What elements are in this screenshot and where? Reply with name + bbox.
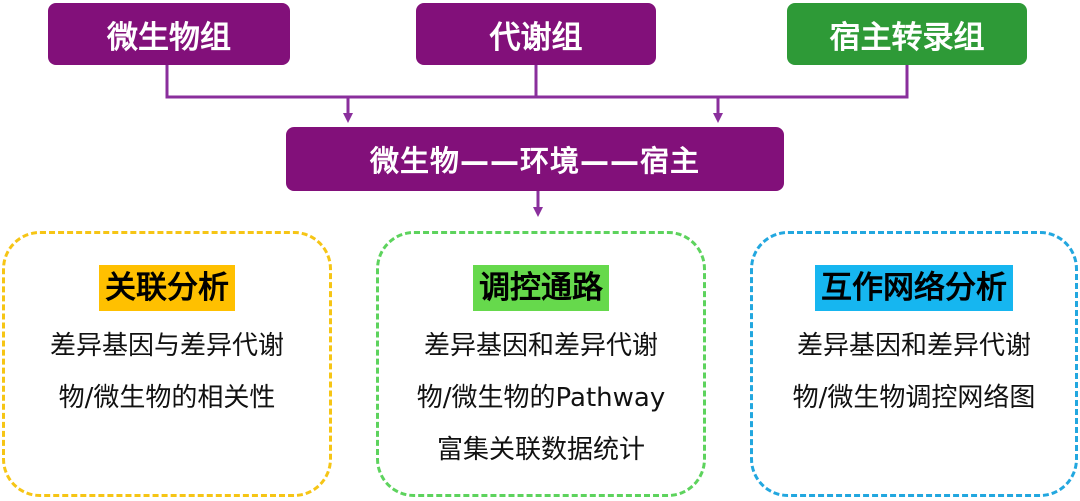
- correlation-analysis-card: 关联分析 差异基因与差异代谢 物/微生物的相关性: [2, 231, 332, 497]
- card-title: 关联分析: [99, 265, 235, 311]
- card-title: 调控通路: [473, 265, 609, 311]
- regulatory-pathway-card: 调控通路 差异基因和差异代谢 物/微生物的Pathway 富集关联数据统计: [376, 231, 706, 497]
- host-transcriptome-box: 宿主转录组: [787, 3, 1027, 65]
- metabolome-box: 代谢组: [416, 3, 656, 65]
- microbe-environment-host-box: 微生物——环境——宿主: [286, 127, 784, 191]
- card-text-line: 差异基因与差异代谢: [49, 331, 284, 361]
- interaction-network-card: 互作网络分析 差异基因和差异代谢 物/微生物调控网络图: [750, 231, 1078, 497]
- card-text-line: 差异基因和差异代谢: [423, 331, 658, 361]
- card-text-line: 物/微生物调控网络图: [792, 383, 1036, 413]
- card-text-line: 富集关联数据统计: [436, 435, 645, 465]
- card-text-line: 物/微生物的相关性: [58, 383, 276, 413]
- card-text-line: 差异基因和差异代谢: [796, 331, 1031, 361]
- microbiome-box: 微生物组: [48, 3, 290, 65]
- card-title: 互作网络分析: [815, 265, 1013, 311]
- card-text-line: 物/微生物的Pathway: [416, 383, 666, 413]
